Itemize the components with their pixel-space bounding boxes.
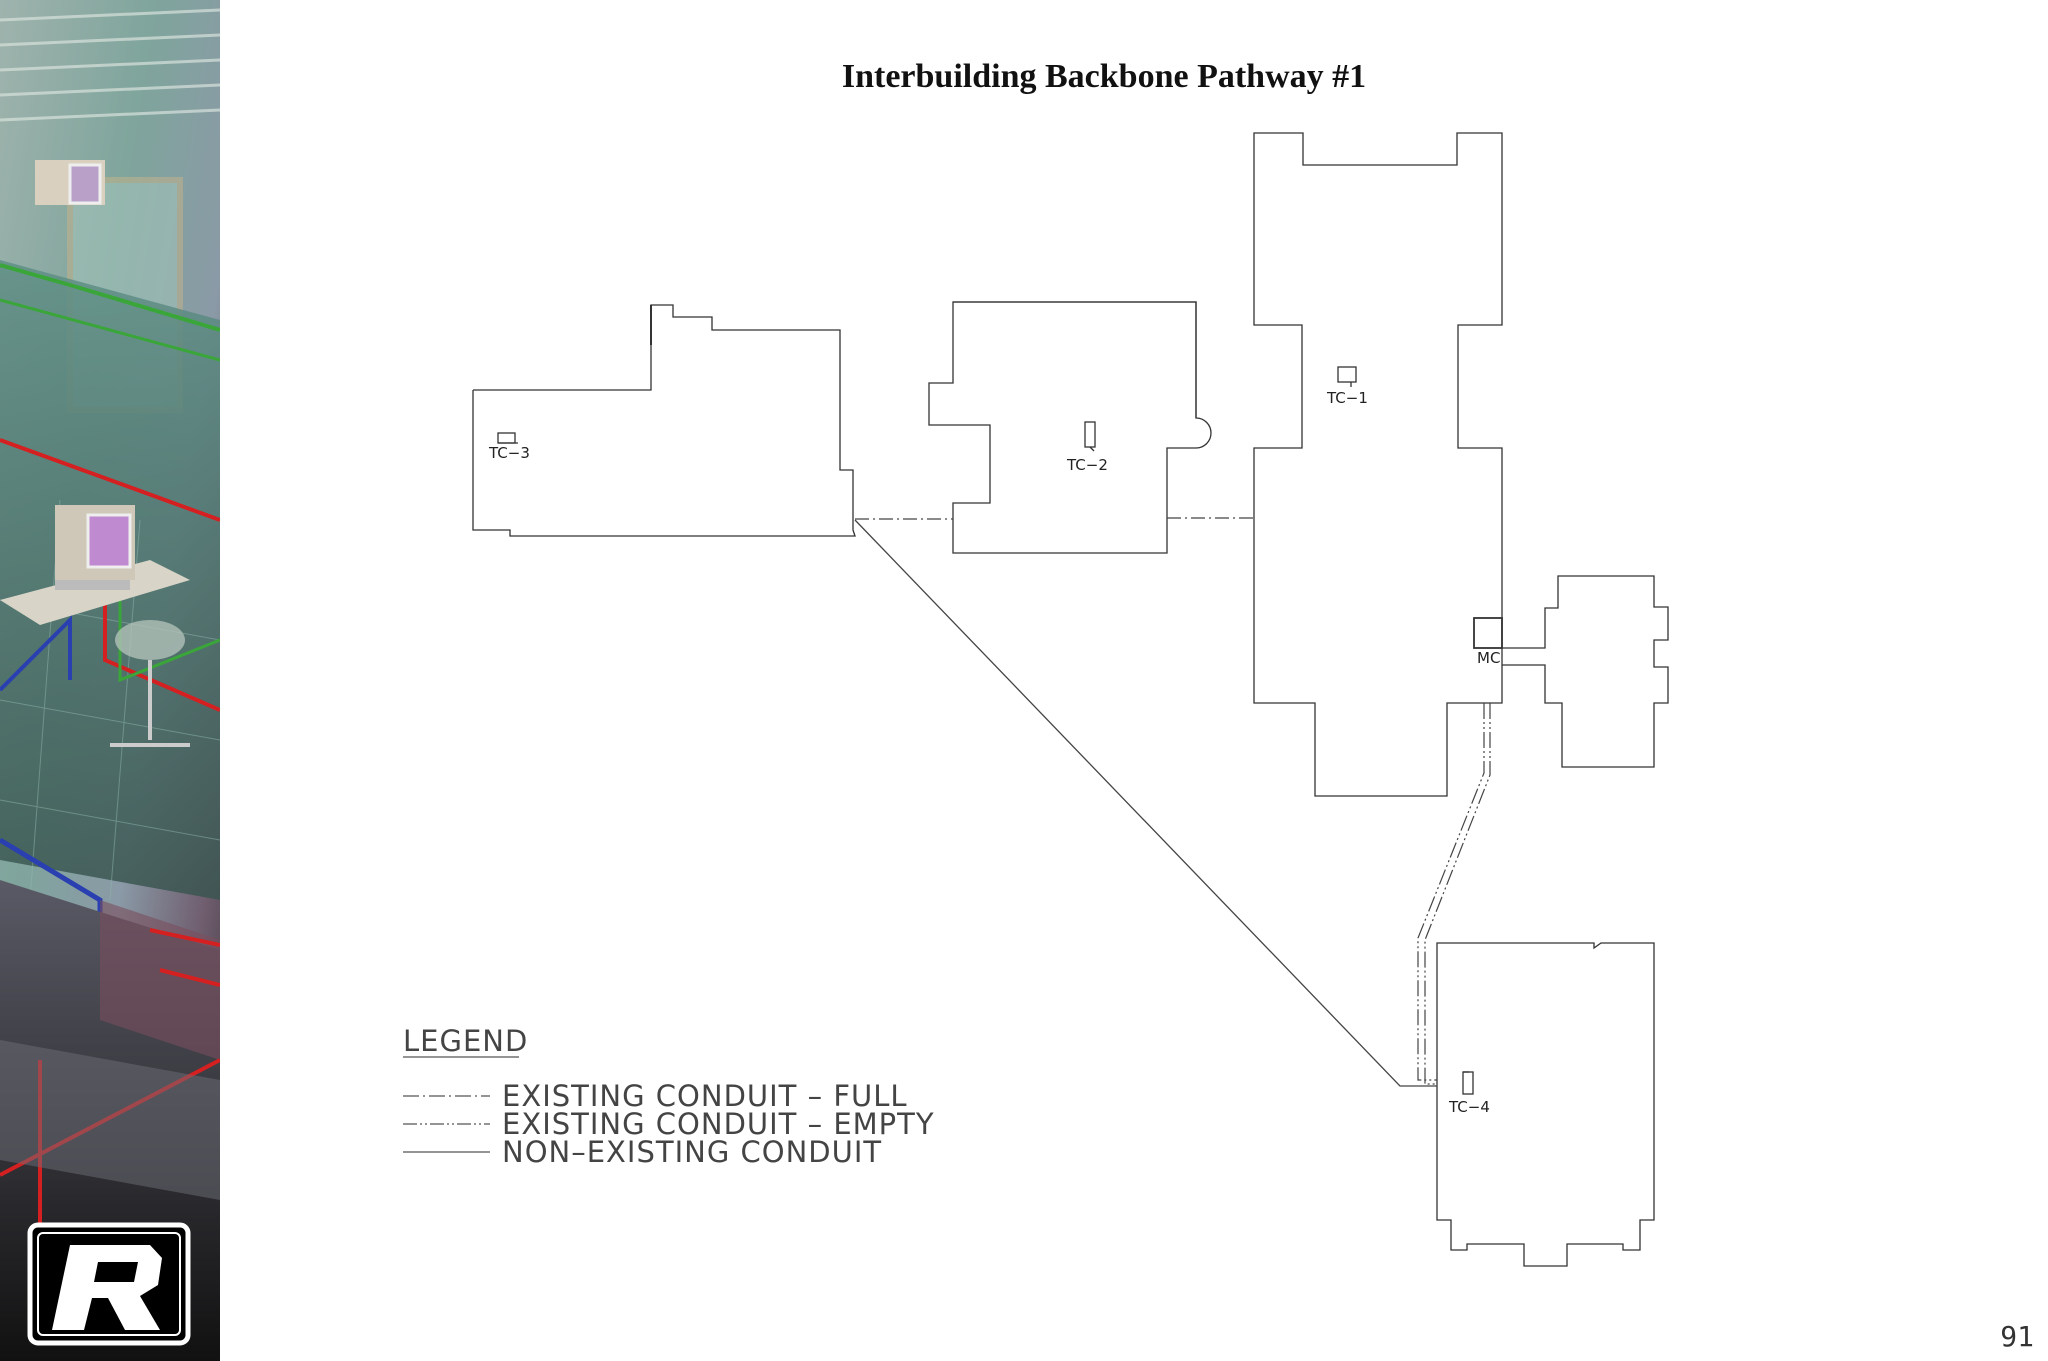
slide-title: Interbuilding Backbone Pathway #1 [841,58,1367,95]
legend-item-full: EXISTING CONDUIT – FULL [502,1079,908,1113]
building-tc4-outline [1436,942,1655,1267]
conduit-mc-tc4 [1417,703,1485,1081]
page-number: 91 [2000,1320,2034,1353]
building-tc2-outline [928,301,1212,554]
building-annex-outline [1502,575,1669,768]
logo-badge [27,1222,191,1346]
label-tc4: TC−4 [1448,1098,1490,1116]
mc-room [1473,617,1503,649]
legend-title: LEGEND [403,1024,528,1058]
label-tc1: TC−1 [1326,389,1368,407]
conduit-tc3-tc4 [854,519,1437,1087]
label-mc: MC [1477,649,1500,667]
building-tc1-outline [1253,132,1503,797]
label-tc3: TC−3 [488,444,530,462]
sidebar-illustration [0,0,220,1361]
legend-item-empty: EXISTING CONDUIT – EMPTY [502,1107,935,1141]
building-tc2-outline [953,301,1197,418]
label-tc2: TC−2 [1066,456,1108,474]
legend-item-nonexisting: NON–EXISTING CONDUIT [502,1135,882,1169]
legend: LEGEND EXISTING CONDUIT – FULL EXISTING … [403,1024,935,1169]
building-tc3-outline [472,304,856,537]
